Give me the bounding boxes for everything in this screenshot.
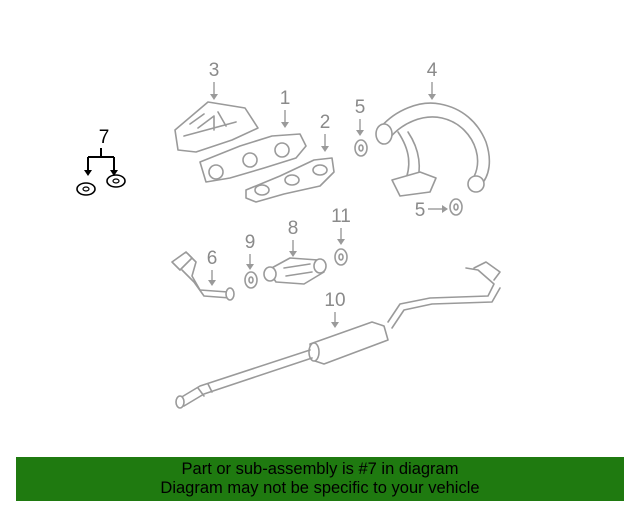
part-8-catalytic-converter[interactable]: 8 bbox=[263, 218, 327, 285]
part-3-heat-shield[interactable]: 3 bbox=[174, 60, 259, 153]
part-7-gaskets[interactable]: 7 bbox=[76, 127, 126, 196]
banner-line-1: Part or sub-assembly is #7 in diagram bbox=[181, 460, 459, 478]
callout-7: 7 bbox=[99, 127, 110, 148]
callout-11: 11 bbox=[331, 206, 351, 227]
callout-5-lower: 5 bbox=[415, 200, 426, 221]
callout-10: 10 bbox=[324, 290, 345, 311]
callout-3: 3 bbox=[209, 60, 220, 81]
part-9-gasket[interactable]: 9 bbox=[244, 232, 258, 289]
part-4-front-pipe[interactable]: 4 bbox=[375, 60, 491, 197]
callout-1: 1 bbox=[280, 88, 291, 109]
part-11-gasket[interactable]: 11 bbox=[331, 206, 351, 266]
part-5-gasket-lower[interactable]: 5 bbox=[415, 198, 463, 221]
part-2-manifold-gasket[interactable]: 2 bbox=[245, 112, 335, 203]
callout-2: 2 bbox=[320, 112, 331, 133]
part-6-pipe[interactable]: 6 bbox=[171, 248, 235, 301]
callout-5-upper: 5 bbox=[355, 97, 366, 118]
part-5-gasket-upper[interactable]: 5 bbox=[354, 97, 368, 157]
part-1-exhaust-manifold[interactable]: 1 bbox=[199, 88, 307, 183]
callout-9: 9 bbox=[245, 232, 256, 253]
callout-4: 4 bbox=[427, 60, 438, 81]
callout-6: 6 bbox=[207, 248, 218, 269]
part-10-muffler-assembly[interactable]: 10 bbox=[175, 261, 501, 409]
part-notice-banner: Part or sub-assembly is #7 in diagram Di… bbox=[16, 457, 624, 501]
banner-line-2: Diagram may not be specific to your vehi… bbox=[160, 479, 480, 497]
callout-8: 8 bbox=[288, 218, 299, 239]
